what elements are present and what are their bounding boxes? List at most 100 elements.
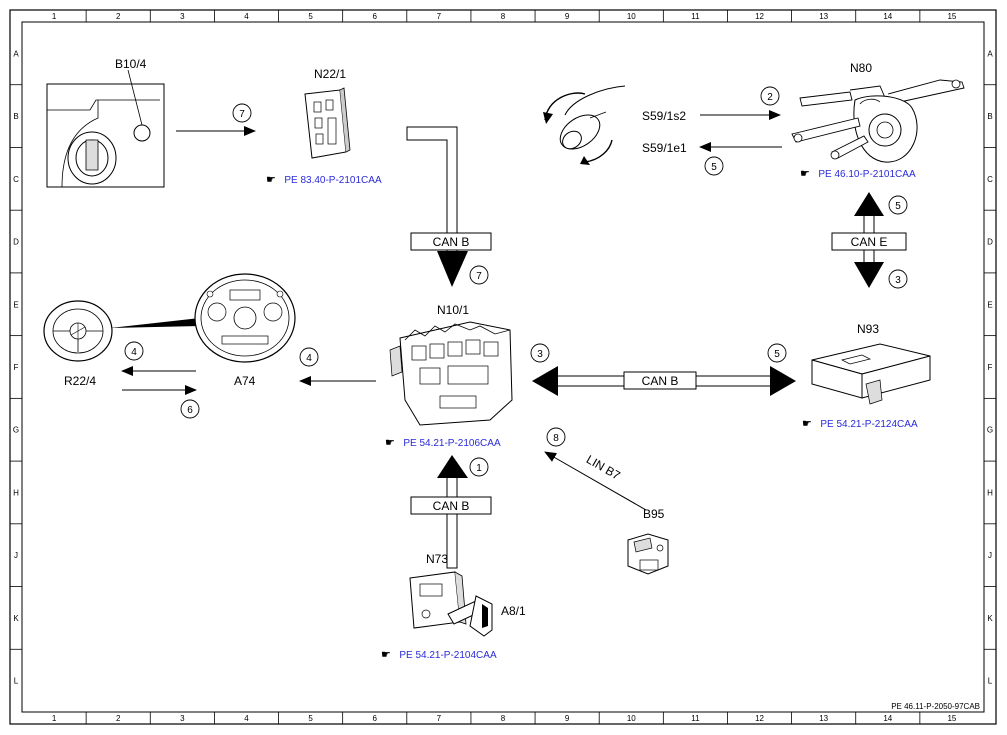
can-b-bottom-bus: CAN B xyxy=(410,496,492,515)
grid-top-13: 13 xyxy=(819,12,828,21)
svg-text:CAN B: CAN B xyxy=(433,235,470,249)
step-5-badge-s59: 5 xyxy=(704,156,724,176)
grid-left-L: L xyxy=(14,677,19,686)
grid-right-A: A xyxy=(987,49,993,58)
grid-bottom-2: 2 xyxy=(116,714,121,723)
ref-n10-1[interactable]: ☛ PE 54.21-P-2106CAA xyxy=(385,433,501,450)
step-3-badge-can-e: 3 xyxy=(888,269,908,289)
step-5-badge-can-e: 5 xyxy=(888,195,908,215)
svg-text:5: 5 xyxy=(895,201,901,212)
svg-text:3: 3 xyxy=(895,275,901,286)
n10-1-image xyxy=(389,321,513,426)
r22-4-steering-wheel-image xyxy=(43,300,113,362)
grid-top-6: 6 xyxy=(373,12,378,21)
a8-1-key-image xyxy=(447,595,493,637)
grid-left-H: H xyxy=(13,488,19,497)
grid-right-J: J xyxy=(988,551,992,560)
grid-right-F: F xyxy=(988,363,993,372)
grid-top-1: 1 xyxy=(52,12,57,21)
hand-pointer-icon: ☛ xyxy=(266,174,276,186)
ref-n73[interactable]: ☛ PE 54.21-P-2104CAA xyxy=(381,645,497,662)
svg-text:4: 4 xyxy=(306,353,312,364)
grid-bottom-14: 14 xyxy=(883,714,892,723)
can-b-right-arrowhead-right xyxy=(770,366,796,396)
grid-top-5: 5 xyxy=(308,12,313,21)
can-b-right-bus: CAN B xyxy=(623,371,697,390)
step-2-badge: 2 xyxy=(760,86,780,106)
inner-frame xyxy=(21,21,985,713)
grid-left-F: F xyxy=(14,363,19,372)
n93-image xyxy=(811,343,931,405)
hand-pointer-icon: ☛ xyxy=(802,418,812,430)
grid-right-B: B xyxy=(987,112,992,121)
label-b10-4: B10/4 xyxy=(115,57,147,71)
grid-right-G: G xyxy=(987,426,993,435)
lin-b7-label: LIN B7 xyxy=(584,452,623,483)
ref-n93[interactable]: ☛ PE 54.21-P-2124CAA xyxy=(802,414,918,431)
label-n80: N80 xyxy=(850,61,872,75)
svg-text:3: 3 xyxy=(537,349,543,360)
svg-text:CAN E: CAN E xyxy=(851,235,888,249)
grid-bottom-4: 4 xyxy=(244,714,249,723)
svg-text:4: 4 xyxy=(131,347,137,358)
b10-4-image xyxy=(46,69,165,188)
svg-text:8: 8 xyxy=(553,433,559,444)
can-e-arrowhead-down xyxy=(854,262,884,288)
grid-right-E: E xyxy=(987,300,992,309)
label-a74: A74 xyxy=(234,374,256,388)
svg-text:2: 2 xyxy=(767,92,773,103)
svg-text:5: 5 xyxy=(711,162,717,173)
grid-bottom-5: 5 xyxy=(308,714,313,723)
r22-4-pointer xyxy=(110,318,200,328)
outer-frame xyxy=(9,9,997,725)
rotary-switch-icon xyxy=(543,85,626,165)
grid-right-H: H xyxy=(987,488,993,497)
svg-text:5: 5 xyxy=(774,349,780,360)
grid-bottom-11: 11 xyxy=(691,714,700,723)
grid-top-8: 8 xyxy=(501,12,506,21)
grid-left-A: A xyxy=(13,49,19,58)
document-code: PE 46.11-P-2050-97CAB xyxy=(891,702,980,711)
step-4-badge-r22: 4 xyxy=(124,341,144,361)
n80-image xyxy=(791,79,965,163)
step-6-badge: 6 xyxy=(180,399,200,419)
lin-b7-line xyxy=(544,451,647,511)
step-5-badge-can-b: 5 xyxy=(767,343,787,363)
grid-left-K: K xyxy=(13,614,19,623)
grid-top-15: 15 xyxy=(947,12,956,21)
label-n73: N73 xyxy=(426,552,448,566)
can-b-right-arrowhead-left xyxy=(532,366,558,396)
svg-text:CAN B: CAN B xyxy=(433,499,470,513)
step-3-badge-can-b: 3 xyxy=(530,343,550,363)
grid-top-9: 9 xyxy=(565,12,570,21)
grid-top-3: 3 xyxy=(180,12,185,21)
grid-right-L: L xyxy=(988,677,993,686)
grid-left-D: D xyxy=(13,238,19,247)
svg-text:7: 7 xyxy=(239,109,245,120)
grid-top-10: 10 xyxy=(627,12,636,21)
svg-text:CAN B: CAN B xyxy=(642,374,679,388)
grid-bottom-7: 7 xyxy=(437,714,442,723)
label-b95: B95 xyxy=(643,507,665,521)
label-r22-4: R22/4 xyxy=(64,374,96,388)
b95-image xyxy=(627,533,669,575)
step-8-badge: 8 xyxy=(546,427,566,447)
step-1-badge: 1 xyxy=(469,457,489,477)
grid-right-D: D xyxy=(987,238,993,247)
grid-bottom-9: 9 xyxy=(565,714,570,723)
step-4-badge-n10: 4 xyxy=(299,347,319,367)
grid-bottom-6: 6 xyxy=(373,714,378,723)
hand-pointer-icon: ☛ xyxy=(381,649,391,661)
label-s59-1s2: S59/1s2 xyxy=(642,109,686,123)
grid-right-K: K xyxy=(987,614,993,623)
n22-1-image xyxy=(304,87,351,159)
ref-n22-1[interactable]: ☛ PE 83.40-P-2101CAA xyxy=(266,170,382,187)
grid-left-B: B xyxy=(13,112,18,121)
can-b-top-arrowhead xyxy=(437,251,468,287)
grid-top-7: 7 xyxy=(437,12,442,21)
ref-n80[interactable]: ☛ PE 46.10-P-2101CAA xyxy=(800,164,916,181)
